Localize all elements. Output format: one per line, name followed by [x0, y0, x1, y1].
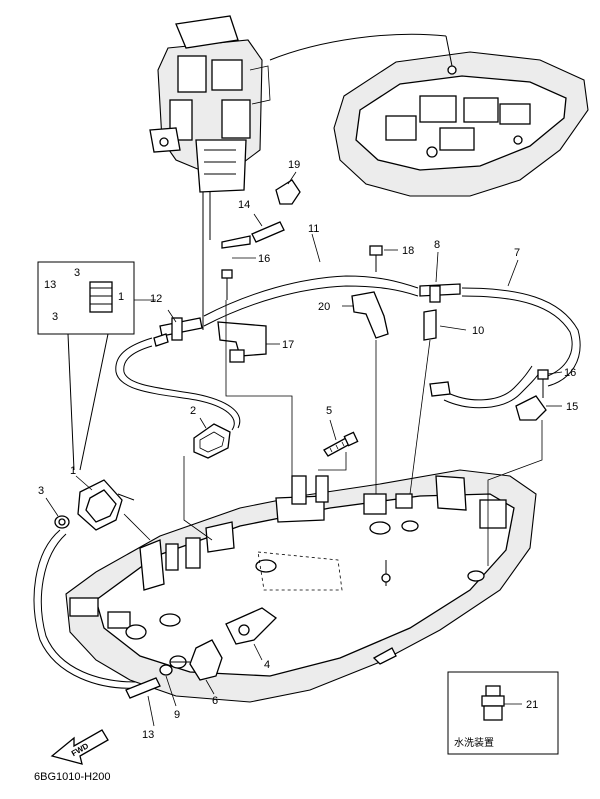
part-16-bolt-right	[537, 369, 549, 398]
part-9-clip	[159, 664, 173, 676]
part-12-tee	[153, 317, 203, 347]
callout-4: 4	[264, 659, 270, 671]
water-hoses	[33, 275, 581, 689]
inset-callout-1: 1	[118, 291, 124, 303]
callout-10: 10	[472, 325, 484, 337]
callout-21: 21	[526, 699, 538, 711]
flush-kit-label: 水洗装置	[454, 736, 494, 749]
callout-12: 12	[150, 293, 162, 305]
callout-19: 19	[288, 159, 300, 171]
callout-9: 9	[174, 709, 180, 721]
callout-5: 5	[326, 405, 332, 417]
callout-7: 7	[514, 247, 520, 259]
part-18-bolt	[369, 245, 383, 272]
inset-detail-box	[37, 261, 135, 471]
diagram-code: 6BG1010-H200	[34, 771, 110, 783]
callout-15: 15	[566, 401, 578, 413]
inset-callout-13: 13	[44, 279, 56, 291]
part-16-bolt-upper	[221, 269, 233, 300]
callout-6: 6	[212, 695, 218, 707]
inset-callout-3-bottom: 3	[52, 311, 58, 323]
callout-20: 20	[318, 301, 330, 313]
part-1-grommet	[77, 479, 135, 531]
part-14-hose	[221, 221, 285, 249]
part-2-grommet	[193, 423, 231, 459]
part-15-clamp	[515, 395, 547, 421]
flush-kit-box	[447, 671, 559, 755]
part-3-clip	[54, 515, 70, 529]
callout-17: 17	[282, 339, 294, 351]
callouts: 1 2 3 4 5 6 7 8 9 10 11 12 13 14 15 16 1…	[34, 159, 578, 783]
part-10-hose	[423, 309, 437, 341]
part-8-tee	[419, 283, 461, 303]
callout-1: 1	[70, 465, 76, 477]
callout-13: 13	[142, 729, 154, 741]
part-13-hose	[125, 677, 161, 699]
bottom-cowling	[65, 469, 537, 703]
indicator-nipple	[429, 381, 451, 397]
part-6-nut	[169, 639, 223, 681]
callout-16-upper: 16	[258, 253, 270, 265]
part-4-grommet	[225, 607, 278, 645]
inset-callout-3-top: 3	[74, 267, 80, 279]
callout-18: 18	[402, 245, 414, 257]
callout-14: 14	[238, 199, 250, 211]
callout-2: 2	[190, 405, 196, 417]
part-17-bracket	[217, 321, 267, 363]
callout-3: 3	[38, 485, 44, 497]
callout-16-right: 16	[564, 367, 576, 379]
callout-11: 11	[308, 223, 319, 235]
callout-8: 8	[434, 239, 440, 251]
top-cowling	[269, 33, 589, 197]
part-5-screw	[323, 431, 359, 457]
leader-lines	[45, 171, 563, 727]
engine-powerhead	[149, 15, 271, 330]
part-20-bracket	[351, 291, 389, 339]
fwd-arrow-icon	[50, 729, 109, 765]
